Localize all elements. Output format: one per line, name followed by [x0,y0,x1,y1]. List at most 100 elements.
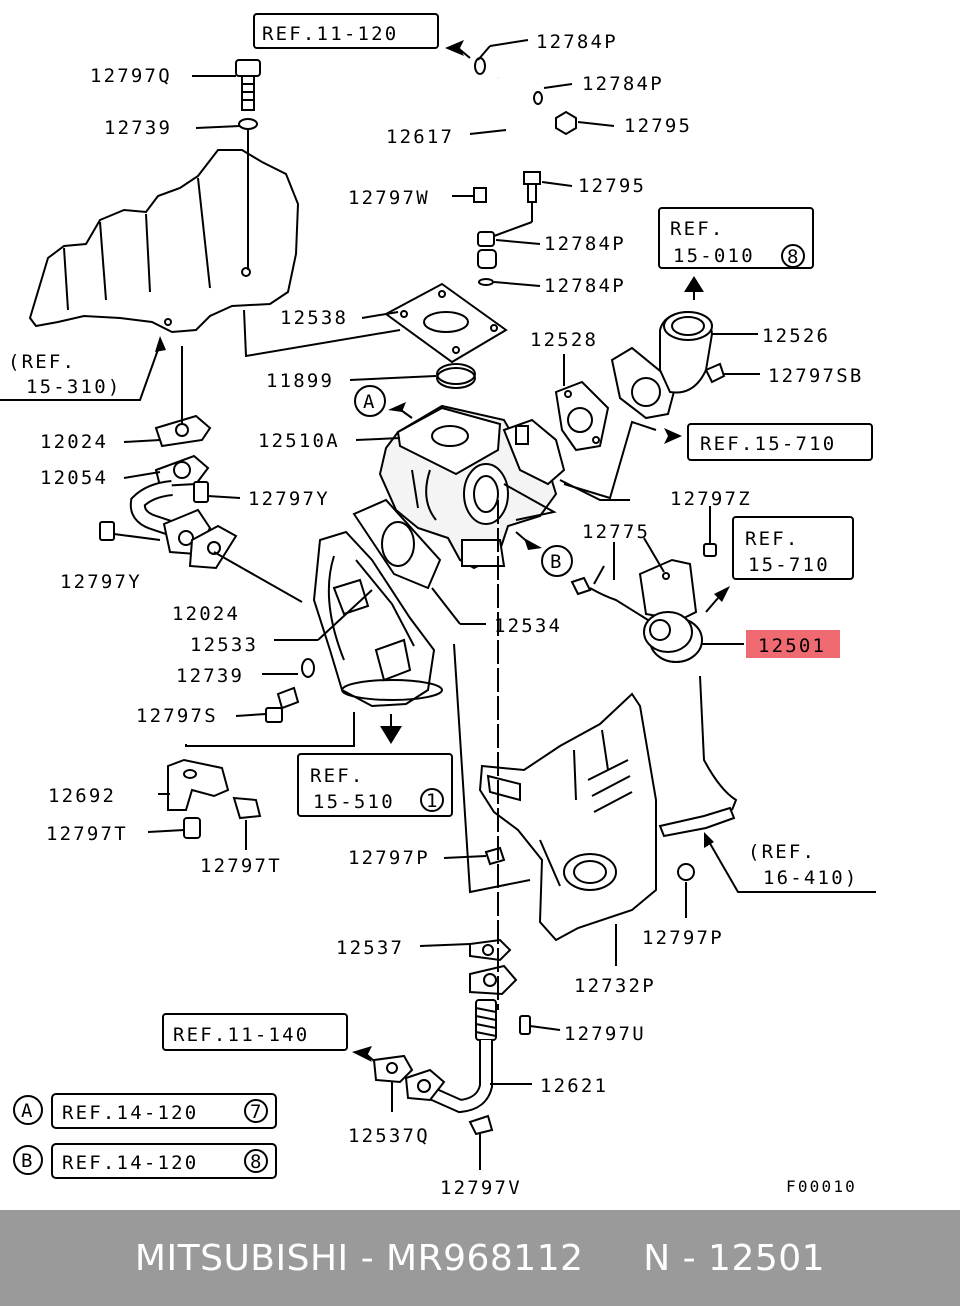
label-12617: 12617 [386,126,454,148]
label-12797S: 12797S [136,705,218,727]
ring-11899 [436,363,476,389]
exhaust-manifold [28,149,300,334]
elbow-12526 [610,310,726,420]
marker-b-icon [541,545,573,577]
ref-label-16-410-a: (REF. [748,841,816,863]
ref-label-11-120: REF.11-120 [262,23,398,45]
label-12739: 12739 [104,117,172,139]
ref-label-15-510: 15-510 [313,791,395,813]
ref-label-15-710-a: REF.15-710 [700,433,836,455]
legend-b: B REF.14-120 8 [13,1143,277,1179]
heat-insulator-12533 [312,530,443,708]
label-12797Y: 12797Y [248,488,330,510]
ref-box-11-120: REF.11-120 [253,13,439,49]
ref-label-15-010: 15-010 [673,245,755,267]
marker-a-icon [354,385,386,417]
legend-b-ref: REF.14-120 [62,1152,198,1174]
label-12797T: 12797T [46,823,128,845]
highlight-box [746,630,840,658]
label-12024: 12024 [172,603,240,625]
label-12510A: 12510A [258,430,340,452]
ref-box-15-510: REF. 15-510 1 [297,753,453,817]
label-12739: 12739 [176,665,244,687]
seal-12739 [301,658,315,678]
arrow-down-icon [380,726,402,744]
ref-label-15-310-a: (REF. [8,351,76,373]
footer-text: MITSUBISHI - MR968112 N - 12501 [134,1237,826,1279]
label-12732P: 12732P [574,975,656,997]
legend-b-marker: B [21,1150,35,1172]
label-12054: 12054 [40,467,108,489]
leader-lines [113,39,760,1170]
label-12797V: 12797V [440,1177,522,1199]
oxygen-sensor-lead [658,675,738,881]
label-12533: 12533 [190,634,258,656]
label-12784P: 12784P [544,275,626,297]
ref-circle-num-15-510: 1 [426,790,440,812]
label-12797SB: 12797SB [768,365,863,387]
arrow-icon [352,1046,372,1062]
wastegate-actuator-12501 [570,543,717,663]
bolt-12797Q [235,59,261,270]
label-12526: 12526 [762,325,830,347]
legend-a: A REF.14-120 7 [13,1093,277,1129]
label-12775: 12775 [582,521,650,543]
ref-box-15-010: REF. 15-010 8 [658,207,814,269]
label-12537: 12537 [336,937,404,959]
ref-box-15-710-b: REF. 15-710 [732,516,854,580]
label-12784P: 12784P [544,233,626,255]
label-12537Q: 12537Q [348,1125,430,1147]
gasket-12528 [554,380,610,452]
ref-label-11-140: REF.11-140 [173,1024,309,1046]
label-12797P: 12797P [642,927,724,949]
ref-box-11-140: REF.11-140 [162,1013,348,1051]
arrow-up-icon [684,276,704,292]
ref-label-15-010-top: REF. [670,218,725,240]
gasket-12534 [352,498,442,590]
bolt-12797S [265,686,300,723]
label-12797T: 12797T [200,855,282,877]
marker-a-icon [13,1095,43,1125]
legend-a-ref: REF.14-120 [62,1102,198,1124]
oil-pipe-12621 [372,938,531,1136]
bolt-12797Y [99,481,209,541]
ref-label-15-710-b: 15-710 [748,554,830,576]
label-11899: 11899 [266,370,334,392]
ref-label-15-710-b-top: REF. [745,528,800,550]
turbocharger-12510A [378,404,566,570]
label-12621: 12621 [540,1075,608,1097]
gasket-12538 [384,282,508,364]
ref-label-15-510-top: REF. [310,765,365,787]
marker-b-label: B [550,551,564,573]
label-12797U: 12797U [564,1023,646,1045]
figure-code: F00010 [786,1177,857,1196]
label-12534: 12534 [494,615,562,637]
legend-b-num: 8 [250,1151,264,1173]
circle-number-icon [781,244,805,268]
label-12024: 12024 [40,431,108,453]
label-12784P: 12784P [582,73,664,95]
parts-diagram: REF.11-120 REF. 15-010 8 (REF. 15-310) R… [0,13,876,1199]
label-12797P: 12797P [348,847,430,869]
footer-bar: MITSUBISHI - MR968112 N - 12501 [0,1210,960,1306]
label-12797Q: 12797Q [90,65,172,87]
label-12538: 12538 [280,307,348,329]
ref-label-16-410-b: 16-410) [763,867,858,889]
label-12692: 12692 [48,785,116,807]
marker-a-label: A [363,391,377,413]
ref-box-16-410: (REF. 16-410) [704,832,876,893]
oil-pipe-12617 [454,57,577,286]
label-12797W: 12797W [348,187,430,209]
bolt-12797T [183,796,262,839]
label-12795: 12795 [624,115,692,137]
bracket-12692 [167,758,230,811]
bolt-12797P [484,846,506,866]
oil-return-12054 [129,414,238,570]
arrow-right-icon [664,428,682,444]
legend-a-num: 7 [250,1101,264,1123]
label-12795: 12795 [578,175,646,197]
label-12501: 12501 [758,635,826,657]
label-12784P: 12784P [536,31,618,53]
legend-a-marker: A [21,1100,35,1122]
label-12528: 12528 [530,329,598,351]
